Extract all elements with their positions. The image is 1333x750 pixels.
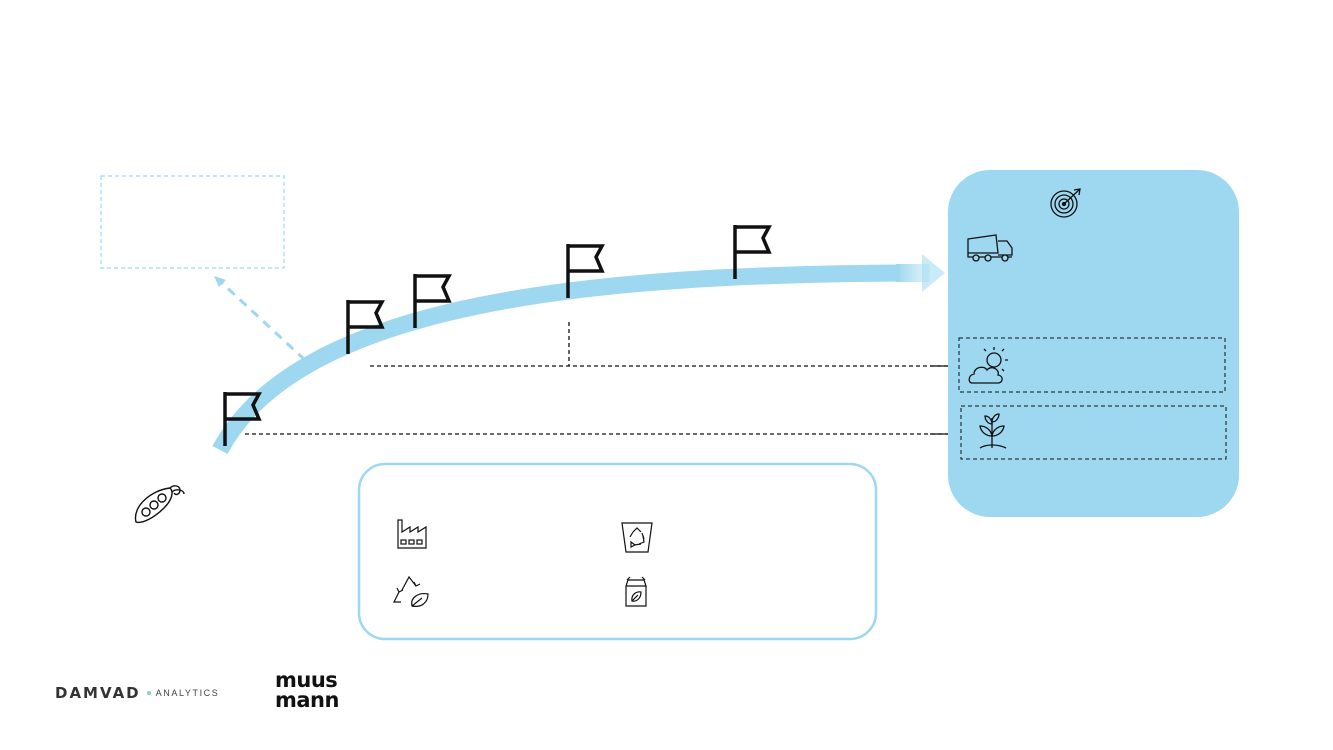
note-box	[100, 175, 285, 269]
muusmann-logo-line1: muus	[275, 668, 338, 692]
note-arrow-line	[220, 281, 307, 362]
measures-box	[357, 462, 878, 641]
flag-icon	[413, 274, 452, 328]
flag-icon	[223, 392, 262, 446]
milestone-flags	[223, 225, 772, 446]
pea-pod-icon	[134, 485, 185, 524]
target-icon	[1050, 188, 1081, 218]
damvad-logo-dot	[146, 691, 151, 695]
muusmann-logo-line2: mann	[275, 688, 339, 712]
climate-box	[958, 337, 1226, 393]
goal-panel	[948, 170, 1239, 517]
roadmap-arrow-fade	[896, 264, 930, 282]
flag-icon	[346, 300, 385, 354]
factory-icon	[397, 519, 427, 549]
bio-bag-icon	[625, 576, 647, 607]
flag-icon	[733, 225, 772, 279]
flag-icon	[566, 244, 605, 298]
damvad-logo-word: DAMVAD	[55, 684, 141, 702]
recycle-bin-icon	[621, 522, 653, 553]
sprout-icon	[979, 413, 1007, 449]
plant-box	[960, 405, 1227, 460]
damvad-analytics-logo: DAMVAD ANALYTICS	[55, 684, 219, 702]
damvad-logo-sub: ANALYTICS	[155, 688, 220, 698]
connector-upper	[370, 322, 955, 367]
recycle-leaf-icon	[393, 575, 429, 607]
truck-icon	[967, 234, 1013, 262]
roadmap-arrow	[212, 264, 901, 455]
roadmap-arrow-head	[922, 254, 945, 292]
sun-cloud-icon	[968, 347, 1008, 384]
muusmann-logo: muus mann	[275, 668, 355, 712]
note-arrow-head	[214, 276, 226, 287]
